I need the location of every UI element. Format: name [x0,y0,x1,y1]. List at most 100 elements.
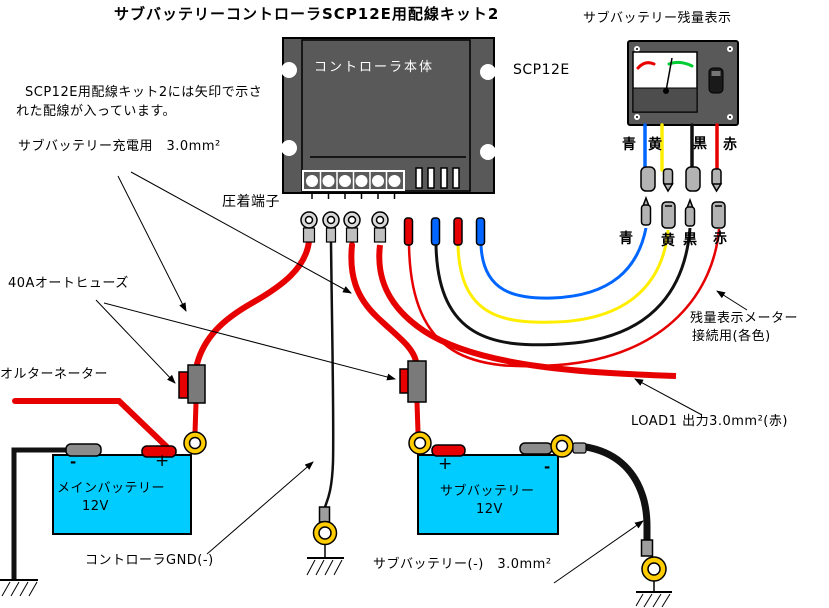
controller-gnd-wire [323,241,335,508]
bullet-connectors [403,217,486,246]
wire-color-yellow-label: 黄 [661,233,675,249]
meter-red-zone [636,61,656,70]
load1-label: LOAD1 出力3.0mm²(赤) [631,414,788,429]
ring-terminal [343,211,361,243]
auto-fuse-1 [178,364,206,404]
main-battery [52,431,207,535]
yellow-wire [456,229,670,324]
ring-lug-hole [647,562,661,576]
meter-connectors-upper [640,166,723,193]
charge-wire-label: サブバッテリー充電用 3.0mm² [18,139,221,154]
arrow-controller-gnd [206,461,314,555]
wire-color-blue-label: 青 [619,231,633,247]
ring-lug-hole [188,436,202,450]
sub-battery-plus-sign: + [438,454,453,474]
kit-note-line1: SCP12E用配線キット2には矢印で示さ [25,85,263,100]
crimp-terminals [300,211,389,243]
meter-screws [634,46,733,120]
bullet-red [453,217,463,246]
meter-connect-label-line1: 残量表示メーター [690,311,799,326]
controller-gnd-lug [312,506,338,558]
sub-battery-voltage: 12V [476,502,503,517]
main-minus-wire [11,447,70,579]
main-minus-post [65,443,102,457]
terminal-stubs [311,192,396,199]
controller-notch [281,140,297,156]
terminal-dividers [319,171,388,190]
meter-title-label: サブバッテリー残量表示 [583,11,732,26]
wire-color-blue-label: 青 [622,137,636,153]
ring-terminal [371,211,389,243]
arrow-charge-wire-2 [130,171,352,294]
arrow-meter-wires [716,290,748,311]
ring-terminal [322,211,340,243]
fuse1-to-battery-wire [192,400,199,436]
page-title: サブバッテリーコントローラSCP12E用配線キット2 [114,5,500,23]
main-battery-voltage: 12V [82,499,109,514]
main-battery-plus-sign: + [155,451,170,471]
bullet-blue [475,217,486,246]
sub-battery-minus-wire-label: サブバッテリー(-) 3.0mm² [373,557,552,572]
sub-battery-minus-sign: - [544,458,551,476]
controller-model-label: SCP12E [513,62,570,78]
battery-meter [627,40,739,126]
meter-connect-label-line2: 接続用(各色) [692,329,771,344]
ground-symbol-sub [635,591,672,608]
charge-wire-main [194,238,312,367]
arrow-charge-wire-1 [117,175,187,312]
load1-wire [376,244,677,379]
ground-symbol-gnd [306,557,344,576]
fuse-label: 40Aオートヒューズ [8,276,129,291]
kit-note-line2: れた配線が入っています。 [16,104,177,119]
terminal-screws [306,175,401,187]
meter-pivot [663,88,669,94]
sub-battery [408,431,587,535]
fuse2-to-battery-wire [414,399,421,435]
controller-body-label: コントローラ本体 [314,60,435,75]
wire-color-red-label: 赤 [723,137,737,153]
meter-needle [665,57,673,92]
bullet-red [403,217,414,246]
annotation-arrows [95,171,748,584]
black-wire [434,227,692,347]
wire-color-yellow-label: 黄 [648,137,662,153]
alternator-wire [12,398,170,450]
alternator-label: オルターネーター [0,367,109,382]
main-battery-minus-sign: - [70,453,77,471]
main-battery-body [52,454,192,535]
controller-notch [480,144,496,160]
sub-plus-post [431,444,466,457]
controller-notch [281,62,297,78]
meter-switch-slot [711,71,721,76]
blue-wire [479,227,648,300]
ground-symbol-main [0,579,38,597]
arrow-sub-minus [553,520,644,584]
sub-minus-wire [582,443,651,544]
arrow-fuse-2 [103,302,396,381]
arrow-load1 [634,378,703,416]
controller-slots [415,167,460,189]
ring-lug-hole [413,436,427,450]
main-plus-post [141,445,177,458]
meter-pigtails [643,123,719,172]
sub-minus-post [519,442,553,455]
sub-battery-name: サブバッテリー [440,484,535,499]
wire-color-black-label: 黒 [683,232,697,248]
bullet-blue [430,217,441,246]
crimp-sleeve [318,506,331,523]
meter-connection-wires [407,227,721,368]
crimp-sleeve [572,442,587,454]
wire-color-red-label: 赤 [713,231,727,247]
auto-fuse-2 [399,360,427,403]
controller-inner-panel [301,39,471,192]
red-wire [407,228,721,368]
charge-wire-sub [348,242,419,364]
sub-battery-body [417,454,559,535]
meter-connectors-lower [640,195,726,229]
main-battery-name: メインバッテリー [57,481,166,496]
ring-lug-hole [555,439,569,453]
crimp-terminal-label: 圧着端子 [222,194,280,210]
ring-lug-hole [318,526,332,540]
